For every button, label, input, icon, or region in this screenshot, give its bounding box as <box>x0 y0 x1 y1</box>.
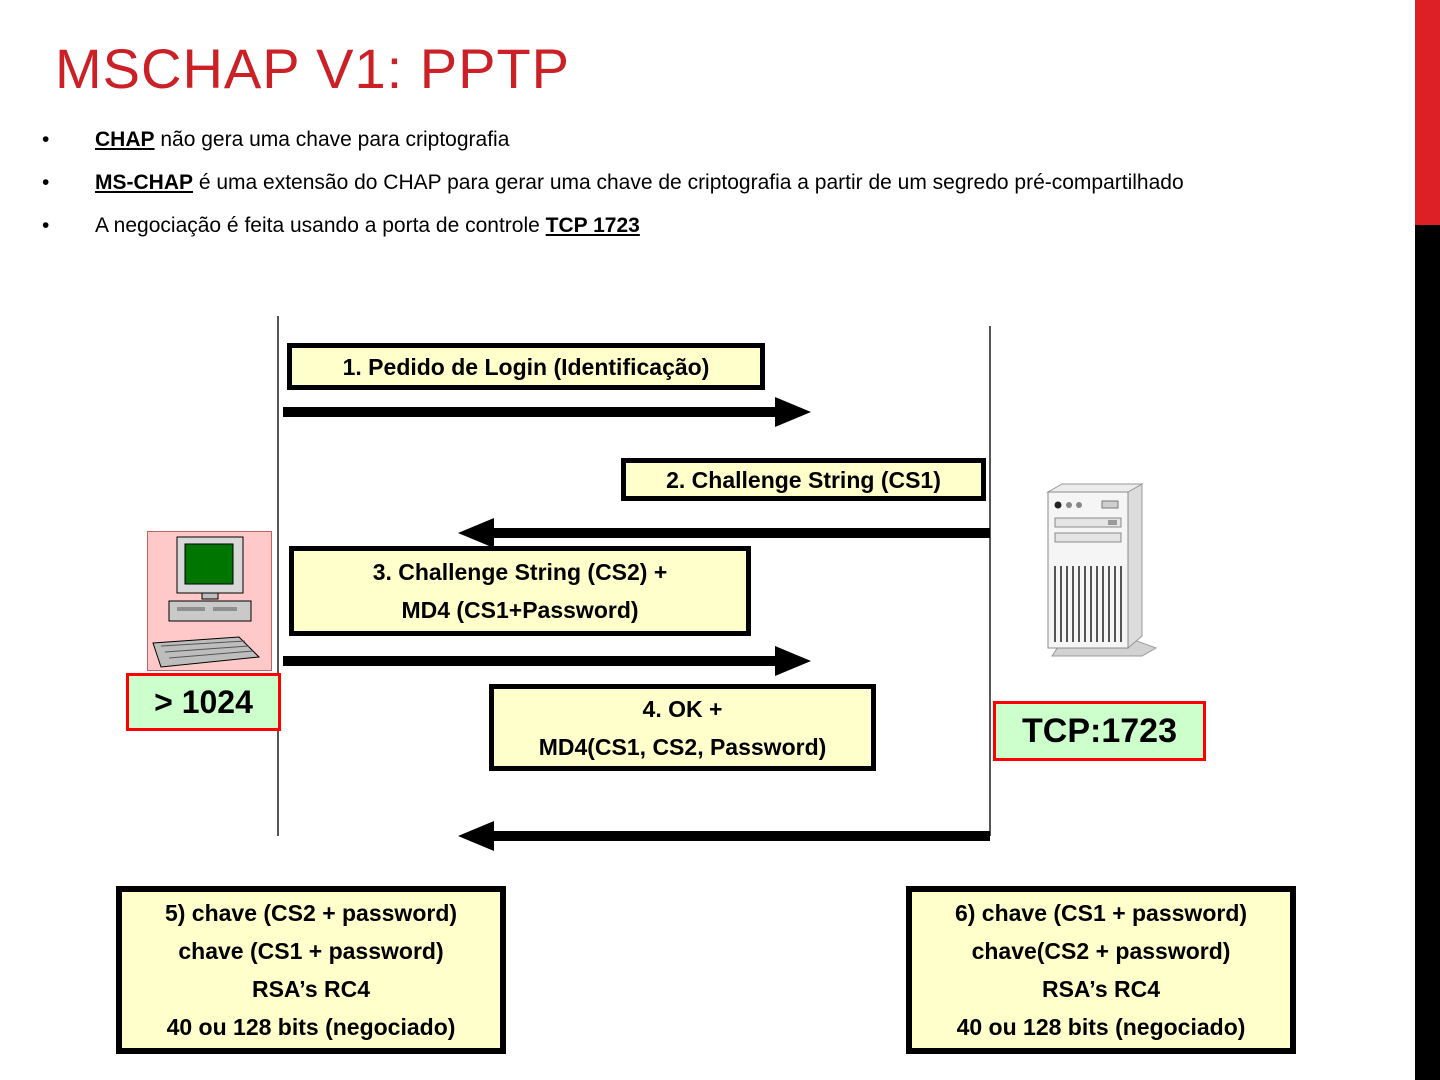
client-port-text: > 1024 <box>154 683 253 720</box>
key-box-line: 6) chave (CS1 + password) <box>954 900 1248 926</box>
key-box-line: chave(CS2 + password) <box>971 938 1231 964</box>
server-port-text: TCP:1723 <box>1022 711 1177 750</box>
arrow-challenge-cs1-head-left-icon <box>458 518 494 548</box>
message-line: 2. Challenge String (CS1) <box>666 466 941 493</box>
arrow-ok-md4-shaft <box>492 831 990 841</box>
client-port-label: > 1024 <box>126 673 281 731</box>
arrow-challenge-cs1-shaft <box>492 528 990 538</box>
message-line: 3. Challenge String (CS2) + <box>372 559 668 585</box>
bullet-keyword: MS-CHAP <box>95 171 193 195</box>
page-title: MSCHAP V1: PPTP <box>55 37 571 100</box>
bullet-item-chap: CHAP não gera uma chave para criptografi… <box>40 128 1390 152</box>
bullet-post: não gera uma chave para criptografia <box>154 128 510 151</box>
arrow-challenge-cs2-head-right-icon <box>775 646 811 676</box>
bullet-list: CHAP não gera uma chave para criptografi… <box>40 128 1390 257</box>
message-line: MD4 (CS1+Password) <box>401 597 639 623</box>
key-box-line: 40 ou 128 bits (negociado) <box>956 1014 1246 1040</box>
server-tower-icon <box>1038 480 1162 670</box>
key-box-line: RSA’s RC4 <box>251 976 371 1002</box>
bullet-item-tcp1723: A negociação é feita usando a porta de c… <box>40 214 1390 238</box>
server-port-label: TCP:1723 <box>993 701 1206 761</box>
client-computer-icon <box>147 531 272 671</box>
key-box-line: chave (CS1 + password) <box>178 938 444 964</box>
arrow-challenge-cs2-shaft <box>283 656 777 666</box>
lifeline-server <box>989 326 991 836</box>
bullet-pre: A negociação é feita usando a porta de c… <box>95 214 546 238</box>
arrow-login-request-shaft <box>283 407 777 417</box>
message-line: MD4(CS1, CS2, Password) <box>538 733 827 760</box>
bullet-keyword: CHAP <box>95 128 155 151</box>
bullet-post: é uma extensão do CHAP para gerar uma ch… <box>193 171 1184 195</box>
bullet-keyword: TCP 1723 <box>545 214 640 238</box>
arrow-login-request-head-right-icon <box>775 397 811 427</box>
key-box-server: 6) chave (CS1 + password) chave(CS2 + pa… <box>906 886 1296 1054</box>
message-box-challenge-cs1: 2. Challenge String (CS1) <box>621 458 986 501</box>
key-box-client: 5) chave (CS2 + password) chave (CS1 + p… <box>116 886 506 1054</box>
key-box-line: RSA’s RC4 <box>1041 976 1161 1002</box>
message-box-challenge-cs2: 3. Challenge String (CS2) + MD4 (CS1+Pas… <box>289 546 751 636</box>
message-line: 4. OK + <box>642 695 723 722</box>
lifeline-client <box>277 316 279 836</box>
key-box-line: 5) chave (CS2 + password) <box>164 900 458 926</box>
slide-accent-bar-red <box>1415 0 1440 225</box>
message-box-login-request: 1. Pedido de Login (Identificação) <box>287 343 765 390</box>
message-line: 1. Pedido de Login (Identificação) <box>342 353 710 380</box>
slide-accent-bar-black <box>1415 225 1440 1080</box>
key-box-line: 40 ou 128 bits (negociado) <box>166 1014 456 1040</box>
arrow-ok-md4-head-left-icon <box>458 821 494 851</box>
message-box-ok-md4: 4. OK + MD4(CS1, CS2, Password) <box>489 684 876 771</box>
bullet-item-mschap: MS-CHAP é uma extensão do CHAP para gera… <box>40 171 1390 195</box>
